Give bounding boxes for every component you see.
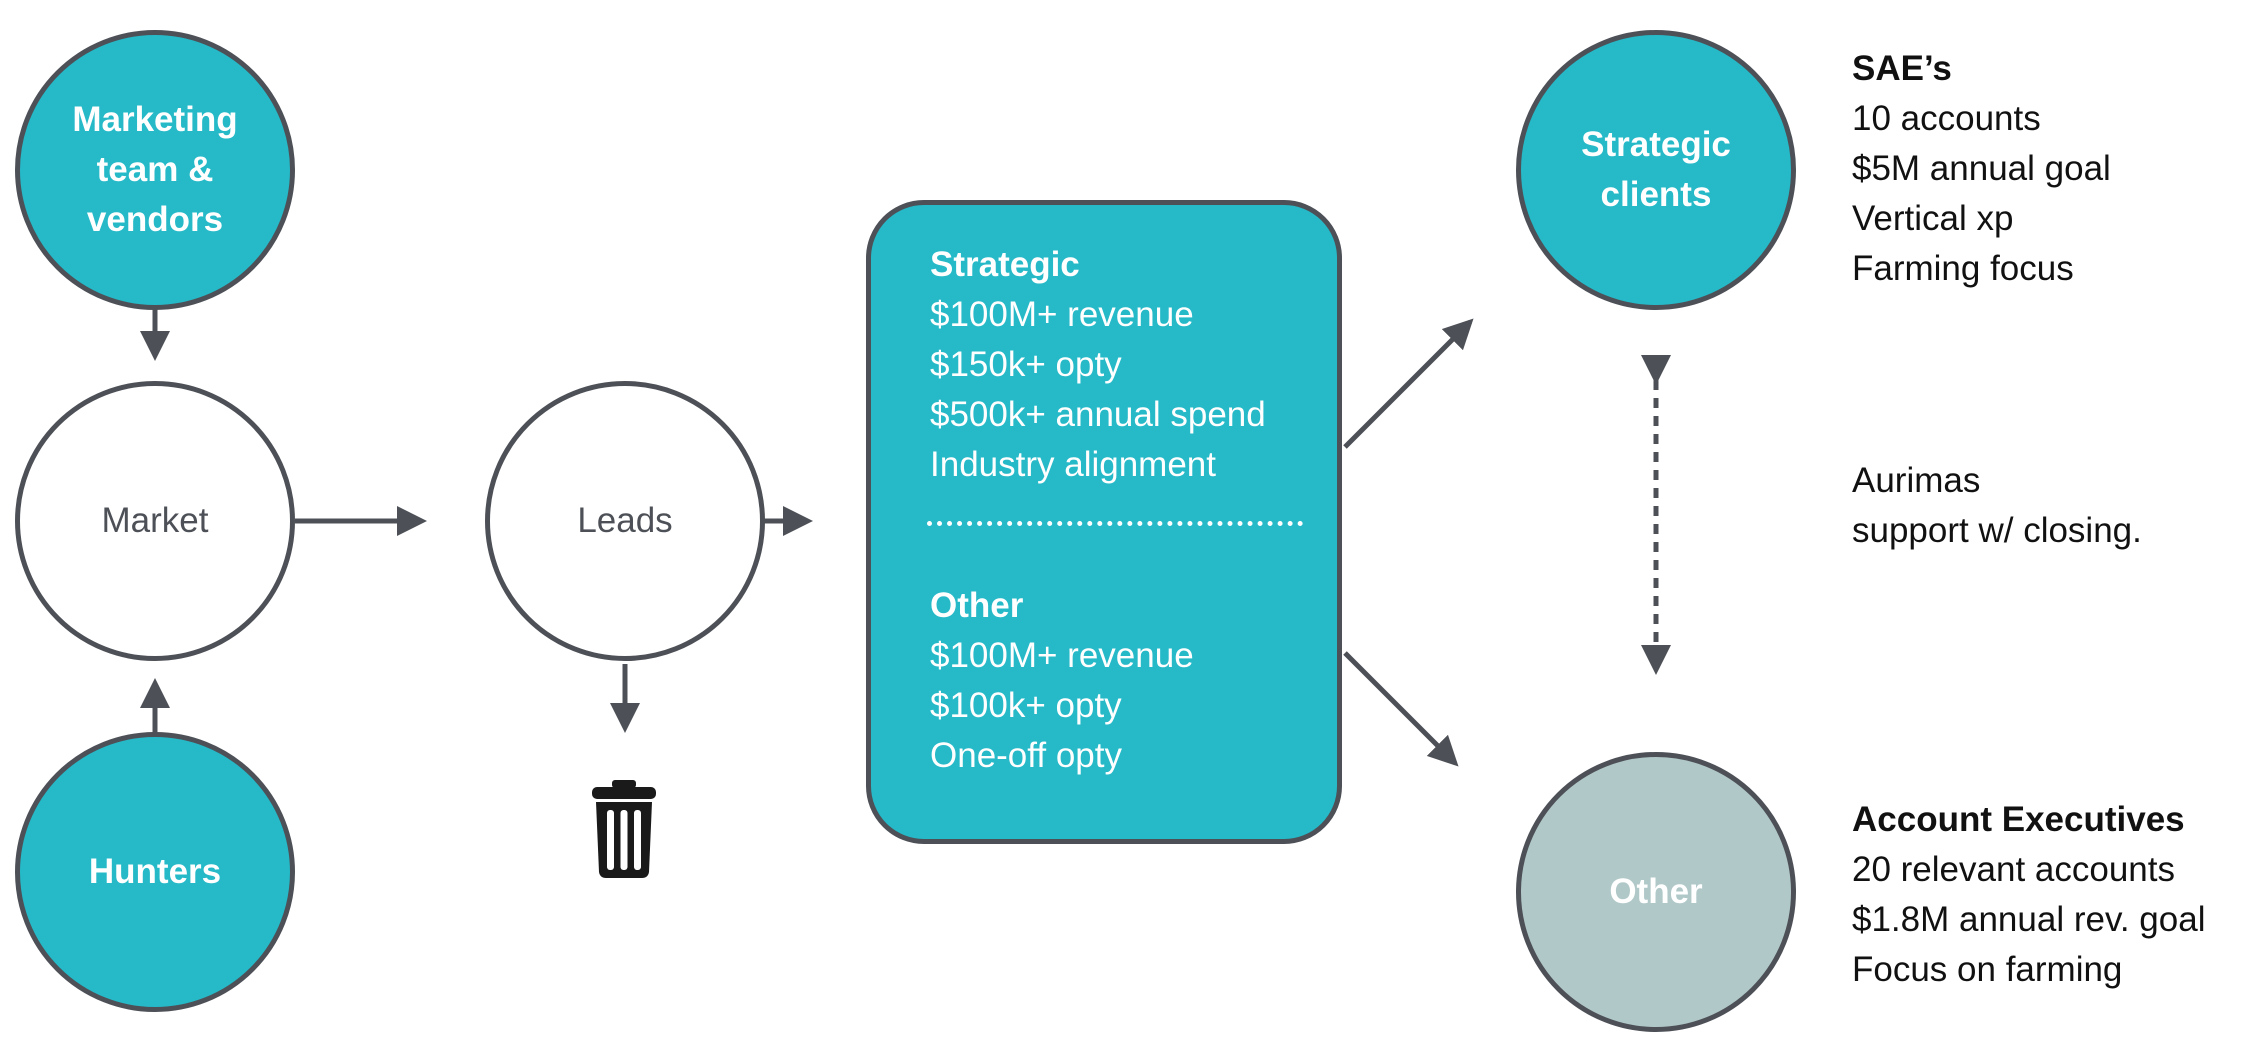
sae-line: Vertical xp xyxy=(1852,199,2014,238)
support-note-line: support w/ closing. xyxy=(1852,511,2142,550)
arrow-criteria-to-strategic-clients xyxy=(1343,318,1474,449)
criteria-strategic-title: Strategic xyxy=(930,245,1080,284)
criteria-other-line: One-off opty xyxy=(930,736,1122,775)
sae-info: SAE’s 10 accounts $5M annual goal Vertic… xyxy=(1852,44,2111,294)
hunters-node: Hunters xyxy=(15,732,295,1012)
account-executives-info: Account Executives 20 relevant accounts … xyxy=(1852,795,2205,995)
leads-node: Leads xyxy=(485,381,765,661)
criteria-strategic-group: Strategic $100M+ revenue $150k+ opty $50… xyxy=(930,240,1266,490)
sae-line: Farming focus xyxy=(1852,249,2074,288)
sae-line: $5M annual goal xyxy=(1852,149,2111,188)
criteria-other-line: $100k+ opty xyxy=(930,686,1122,725)
criteria-other-title: Other xyxy=(930,586,1024,625)
other-label: Other xyxy=(1609,872,1703,911)
criteria-strategic-line: Industry alignment xyxy=(930,445,1216,484)
account-executives-line: $1.8M annual rev. goal xyxy=(1852,900,2206,939)
criteria-divider xyxy=(927,521,1303,526)
market-label: Market xyxy=(101,501,209,540)
criteria-other-group: Other $100M+ revenue $100k+ opty One-off… xyxy=(930,581,1194,781)
market-node: Market xyxy=(15,381,295,661)
strategic-clients-node: Strategic clients xyxy=(1516,30,1796,310)
criteria-strategic-line: $150k+ opty xyxy=(930,345,1122,384)
leads-label: Leads xyxy=(577,501,673,540)
support-note-line: Aurimas xyxy=(1852,461,1981,500)
trash-icon xyxy=(592,780,656,878)
sae-title: SAE’s xyxy=(1852,49,1952,88)
hunters-label: Hunters xyxy=(88,852,222,892)
criteria-box: Strategic $100M+ revenue $150k+ opty $50… xyxy=(866,200,1342,844)
strategic-clients-label: Strategic clients xyxy=(1581,125,1731,214)
criteria-strategic-line: $100M+ revenue xyxy=(930,295,1194,334)
arrow-criteria-to-other xyxy=(1343,651,1459,767)
support-note: Aurimas support w/ closing. xyxy=(1852,456,2142,556)
other-node: Other xyxy=(1516,752,1796,1032)
account-executives-line: 20 relevant accounts xyxy=(1852,850,2175,889)
account-executives-line: Focus on farming xyxy=(1852,950,2123,989)
account-executives-title: Account Executives xyxy=(1852,800,2185,839)
sae-line: 10 accounts xyxy=(1852,99,2041,138)
marketing-team-label: Marketing team & vendors xyxy=(72,100,238,239)
marketing-team-node: Marketing team & vendors xyxy=(15,30,295,310)
criteria-other-line: $100M+ revenue xyxy=(930,636,1194,675)
criteria-strategic-line: $500k+ annual spend xyxy=(930,395,1266,434)
